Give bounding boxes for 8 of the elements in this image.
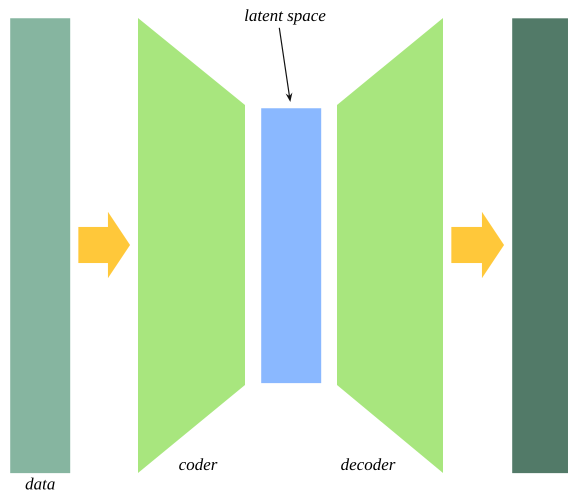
bar xyxy=(512,18,568,474)
annotation-label: latent space xyxy=(245,9,326,25)
bar xyxy=(261,108,322,384)
trapezoid: decoder xyxy=(337,18,443,473)
block-arrow xyxy=(451,212,504,278)
trapezoid: coder xyxy=(138,18,245,473)
block-arrow xyxy=(78,212,130,278)
bar-label: data xyxy=(26,478,55,490)
